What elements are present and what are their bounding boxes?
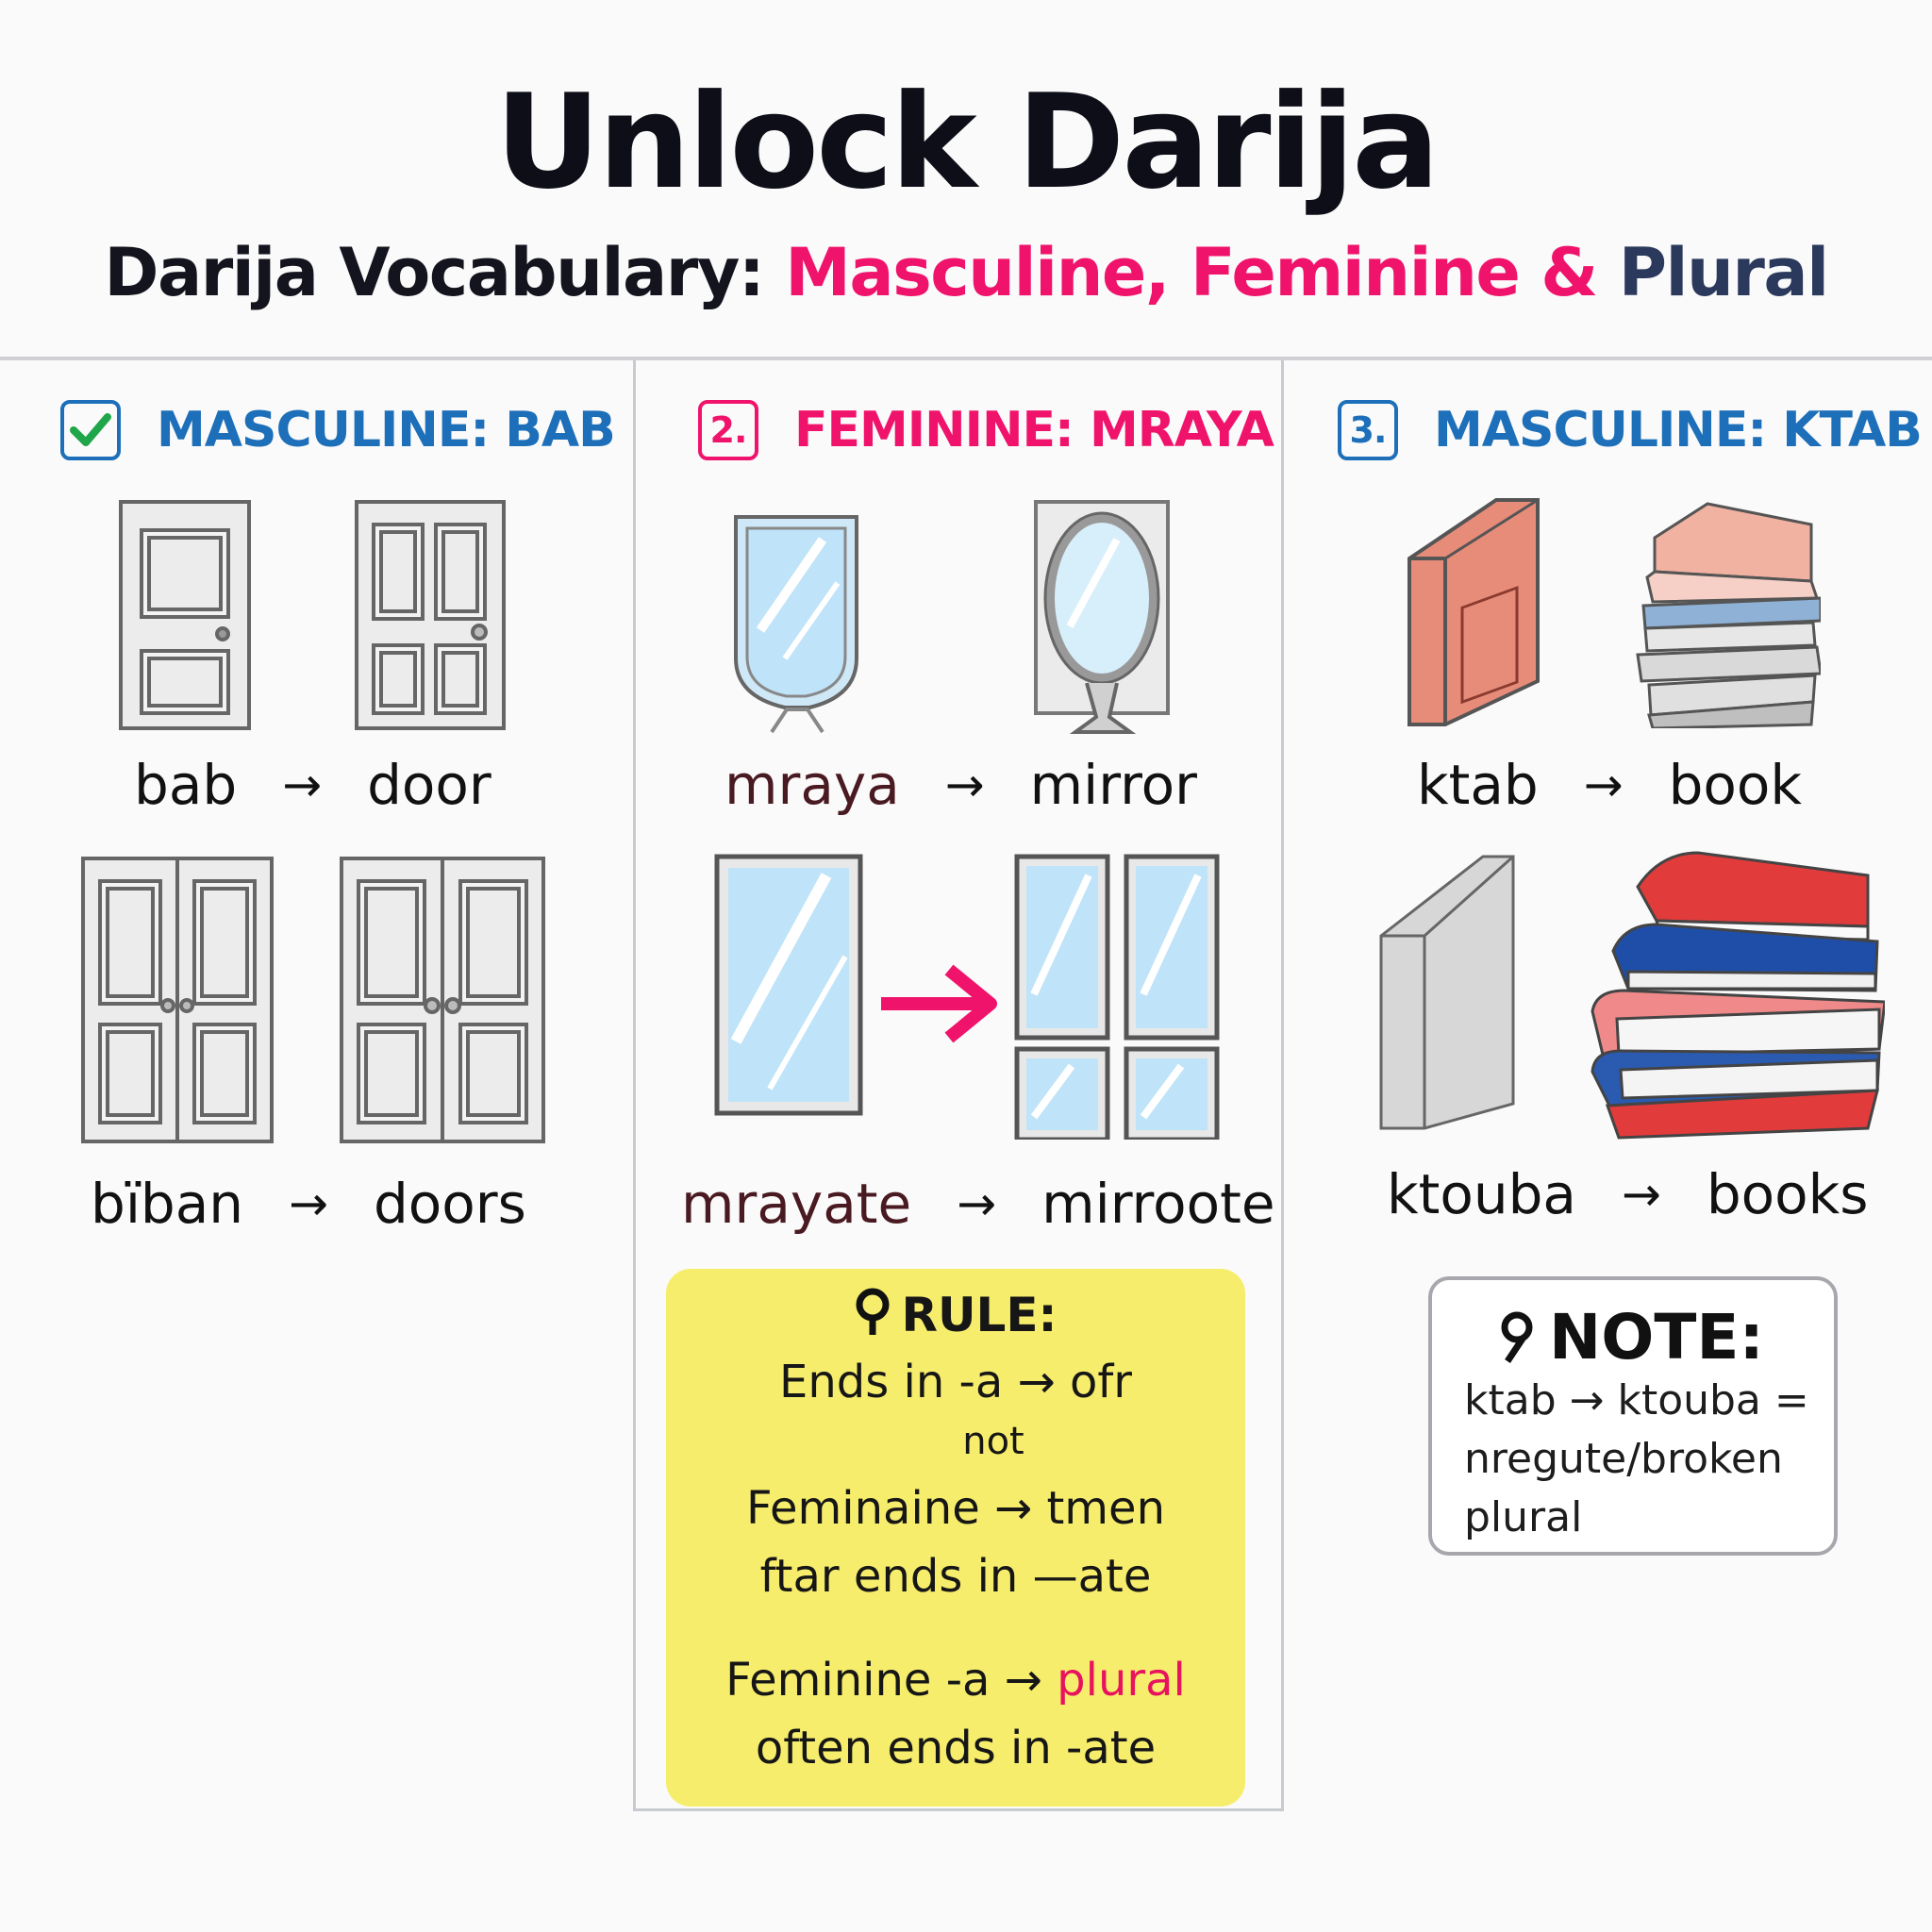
rule-line-4: ftar ends in —ate bbox=[759, 1550, 1152, 1603]
plural-word: mrayate bbox=[681, 1172, 912, 1236]
arrow: → bbox=[957, 1176, 997, 1231]
singular-word: mraya bbox=[724, 753, 900, 817]
column-2-heading: 2. FEMININE: MRAYA bbox=[698, 396, 1274, 464]
rule-line-1: Ends in -a → ofr bbox=[779, 1356, 1132, 1408]
check-icon bbox=[60, 400, 121, 460]
column-2-badge: 2. bbox=[698, 400, 758, 460]
column-3-badge: 3. bbox=[1338, 400, 1398, 460]
note-line-2: nregute/broken bbox=[1464, 1435, 1783, 1483]
note-line-1: ktab → ktouba = bbox=[1464, 1376, 1809, 1424]
word-bab: bab → door bbox=[134, 753, 491, 817]
arrow: → bbox=[1583, 758, 1624, 812]
singular-meaning: book bbox=[1668, 753, 1802, 817]
word-biban: bïban → doors bbox=[91, 1172, 526, 1236]
column-1-heading-text: MASCULINE: BAB bbox=[157, 402, 616, 458]
column-2-heading-text: FEMININE: MRAYA bbox=[794, 402, 1274, 458]
page-subtitle: Darija Vocabulary: Masculine, Feminine &… bbox=[0, 234, 1932, 311]
plural-meaning: mirroote bbox=[1041, 1172, 1275, 1236]
middle-column-frame bbox=[633, 360, 1284, 1811]
arrow: → bbox=[944, 758, 985, 812]
singular-meaning: door bbox=[367, 753, 491, 817]
plural-meaning: doors bbox=[373, 1172, 526, 1236]
column-1-heading: MASCULINE: BAB bbox=[60, 396, 616, 464]
door-illustration bbox=[119, 500, 506, 730]
book-illustration bbox=[1407, 498, 1821, 728]
plural-word: ktouba bbox=[1387, 1162, 1576, 1226]
word-mrayate: mrayate → mirroote bbox=[681, 1172, 1275, 1236]
rule-line-5: Feminine -a → plural bbox=[666, 1654, 1245, 1707]
books-illustration bbox=[1379, 851, 1885, 1140]
singular-meaning: mirror bbox=[1029, 753, 1198, 817]
rule-heading: RULE: bbox=[666, 1288, 1245, 1342]
subtitle-masc-fem: Masculine, Feminine & bbox=[785, 234, 1619, 311]
rule-line-5-b: plural bbox=[1057, 1654, 1186, 1707]
mirror-illustration bbox=[734, 500, 1170, 734]
note-box: NOTE: ktab → ktouba = nregute/broken plu… bbox=[1428, 1276, 1838, 1556]
double-door-illustration bbox=[81, 857, 545, 1143]
rule-line-3: Feminaine → tmen bbox=[746, 1482, 1165, 1535]
plural-meaning: books bbox=[1706, 1162, 1869, 1226]
rule-line-6: often ends in -ate bbox=[755, 1722, 1157, 1774]
arrow: → bbox=[1621, 1167, 1661, 1222]
note-heading-text: NOTE: bbox=[1549, 1301, 1764, 1374]
pin-icon bbox=[1501, 1311, 1533, 1363]
singular-word: bab bbox=[134, 753, 238, 817]
word-mraya: mraya → mirror bbox=[724, 753, 1197, 817]
arrow: → bbox=[282, 758, 323, 812]
plural-word: bïban bbox=[91, 1172, 244, 1236]
pin-icon bbox=[856, 1288, 890, 1335]
word-ktouba: ktouba → books bbox=[1387, 1162, 1868, 1226]
rule-line-2: not bbox=[962, 1420, 1024, 1463]
column-3-heading-text: MASCULINE: KTAB bbox=[1434, 402, 1923, 458]
word-ktab: ktab → book bbox=[1417, 753, 1802, 817]
note-heading: NOTE: bbox=[1498, 1301, 1764, 1374]
column-3-heading: 3. MASCULINE: KTAB bbox=[1338, 396, 1923, 464]
page-title: Unlock Darija bbox=[494, 66, 1441, 218]
rule-box: RULE: Ends in -a → ofr not Feminaine → t… bbox=[666, 1269, 1245, 1807]
rule-heading-text: RULE: bbox=[901, 1288, 1058, 1342]
note-line-3: plural bbox=[1464, 1493, 1583, 1541]
subtitle-plural: Plural bbox=[1618, 234, 1829, 311]
subtitle-lead: Darija Vocabulary: bbox=[104, 234, 786, 311]
arrow: → bbox=[289, 1176, 328, 1231]
mirrors-plural-illustration bbox=[714, 854, 1220, 1140]
header-divider bbox=[0, 357, 1932, 360]
singular-word: ktab bbox=[1417, 753, 1539, 817]
rule-line-5-a: Feminine -a → bbox=[725, 1654, 1058, 1707]
